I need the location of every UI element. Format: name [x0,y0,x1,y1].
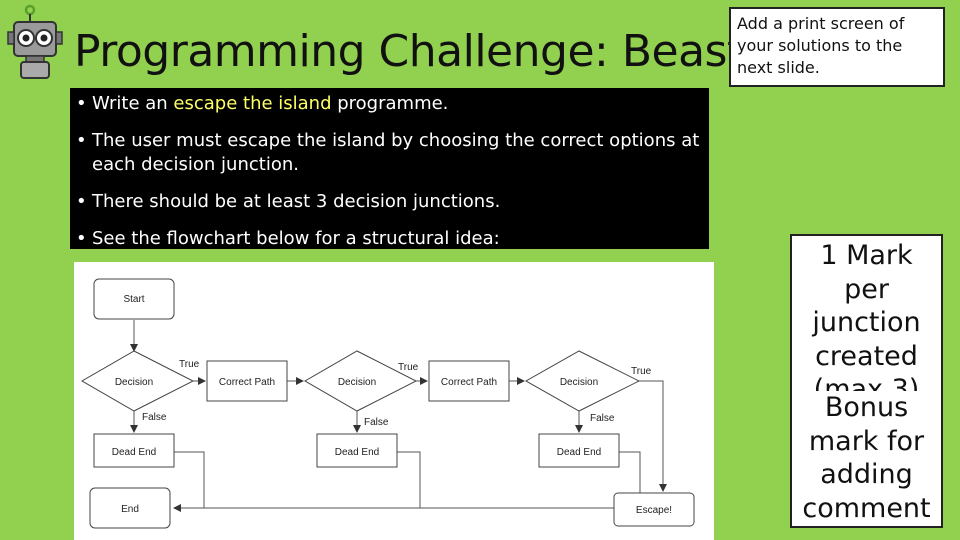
marking-text: 1 Mark per junction created (max 3) [812,240,921,405]
dead-end-node [538,433,620,468]
start-node [93,278,175,320]
bullet-item: Write an escape the island programme. [74,92,703,116]
end-node [89,487,171,529]
true-label: True [398,362,419,373]
true-label: True [179,359,200,370]
bullet-item: The user must escape the island by choos… [74,129,703,177]
slide-title: Programming Challenge: Beast [74,26,744,77]
false-label: False [364,417,389,428]
svg-text:Escape!: Escape! [636,505,672,516]
svg-text:Dead End: Dead End [335,447,379,458]
svg-text:Dead End: Dead End [557,447,601,458]
requirements-box: Write an escape the island programme. Th… [70,88,709,251]
flowchart: Start Decision Correct Path Decision Cor… [74,262,714,540]
svg-text:Start: Start [123,294,144,305]
svg-text:Decision: Decision [338,377,376,388]
dead-end-node [93,433,175,468]
svg-text:Dead End: Dead End [112,447,156,458]
robot-mascot-icon [7,4,63,79]
svg-text:End: End [121,504,139,515]
false-label: False [142,412,167,423]
correct-path-node [206,360,288,402]
escape-node [613,492,695,527]
decision-node [524,350,641,412]
svg-text:Correct Path: Correct Path [441,377,497,388]
instruction-note: Add a print screen of your solutions to … [729,7,945,87]
dead-end-node [316,433,398,468]
bullet-item: There should be at least 3 decision junc… [74,190,703,214]
bonus-text: Bonus mark for adding comment s [792,391,941,526]
svg-text:Correct Path: Correct Path [219,377,275,388]
svg-text:Decision: Decision [115,377,153,388]
false-label: False [590,413,615,424]
true-label: True [631,366,652,377]
highlight-text: escape the island [173,93,332,114]
decision-node [80,350,195,412]
bullet-item: See the flowchart below for a structural… [74,227,703,251]
decision-node [303,350,418,412]
svg-text:Decision: Decision [560,377,598,388]
marking-scheme-box: 1 Mark per junction created (max 3) Bonu… [790,234,943,528]
